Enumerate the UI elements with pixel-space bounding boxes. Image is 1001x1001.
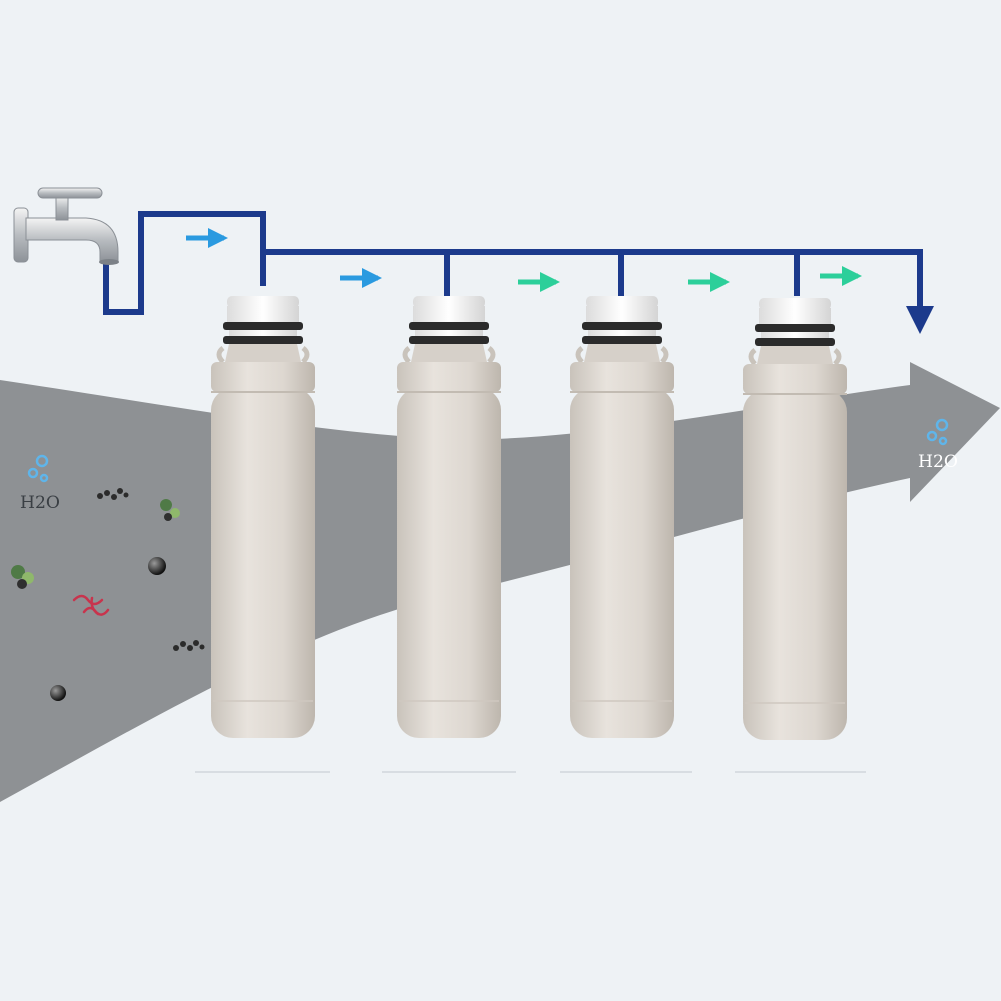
contaminant-particle-icon bbox=[11, 565, 34, 589]
filter-cartridge-icon bbox=[211, 296, 315, 738]
contaminant-particle-icon bbox=[72, 594, 110, 616]
flow-arrows bbox=[186, 228, 862, 292]
contaminant-particle-icon bbox=[97, 488, 129, 500]
contaminant-particle-icon bbox=[148, 557, 166, 575]
water-bubbles-icon bbox=[926, 418, 949, 446]
filter-cartridge-icon bbox=[743, 298, 847, 740]
contaminant-particles bbox=[11, 488, 205, 701]
contaminant-particle-icon bbox=[160, 499, 180, 521]
contaminant-particle-icon bbox=[173, 640, 205, 651]
pipe-network bbox=[103, 211, 923, 315]
water-bubbles-icon bbox=[27, 454, 49, 483]
water-out-label: H2O bbox=[918, 452, 958, 472]
contaminant-particle-icon bbox=[50, 685, 66, 701]
faucet-icon bbox=[13, 187, 119, 265]
filter-cartridge-icon bbox=[570, 296, 674, 738]
outlet-arrowhead bbox=[906, 306, 934, 334]
water-in-label: H2O bbox=[20, 493, 60, 513]
filter-cartridge-icon bbox=[397, 296, 501, 738]
